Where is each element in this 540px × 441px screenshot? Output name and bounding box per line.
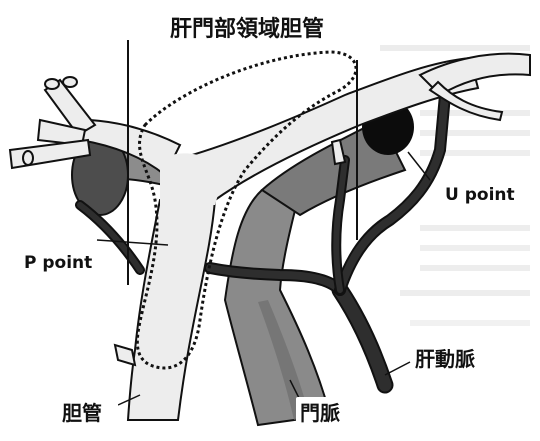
bile-duct-label: 胆管	[62, 401, 102, 425]
portal-vein-trunk	[223, 189, 332, 427]
hepatic-artery-label: 肝動脈	[415, 347, 475, 371]
common-bile-duct	[126, 199, 217, 421]
hepatic-artery	[75, 89, 451, 394]
bile-duct	[8, 52, 531, 421]
title-label: 肝門部領域胆管	[170, 16, 324, 42]
p-point-label: P point	[24, 253, 92, 273]
portal-vein	[78, 118, 407, 427]
u-point-label: U point	[445, 185, 515, 205]
portal-vein-label: 門脈	[300, 401, 340, 425]
hilar-region-dotted-outline	[135, 50, 358, 370]
leader-lines	[96, 151, 431, 406]
right-anterior-branch	[418, 52, 531, 97]
labels: 肝門部領域胆管 U point P point 胆管 門脈 肝動脈	[18, 12, 532, 427]
